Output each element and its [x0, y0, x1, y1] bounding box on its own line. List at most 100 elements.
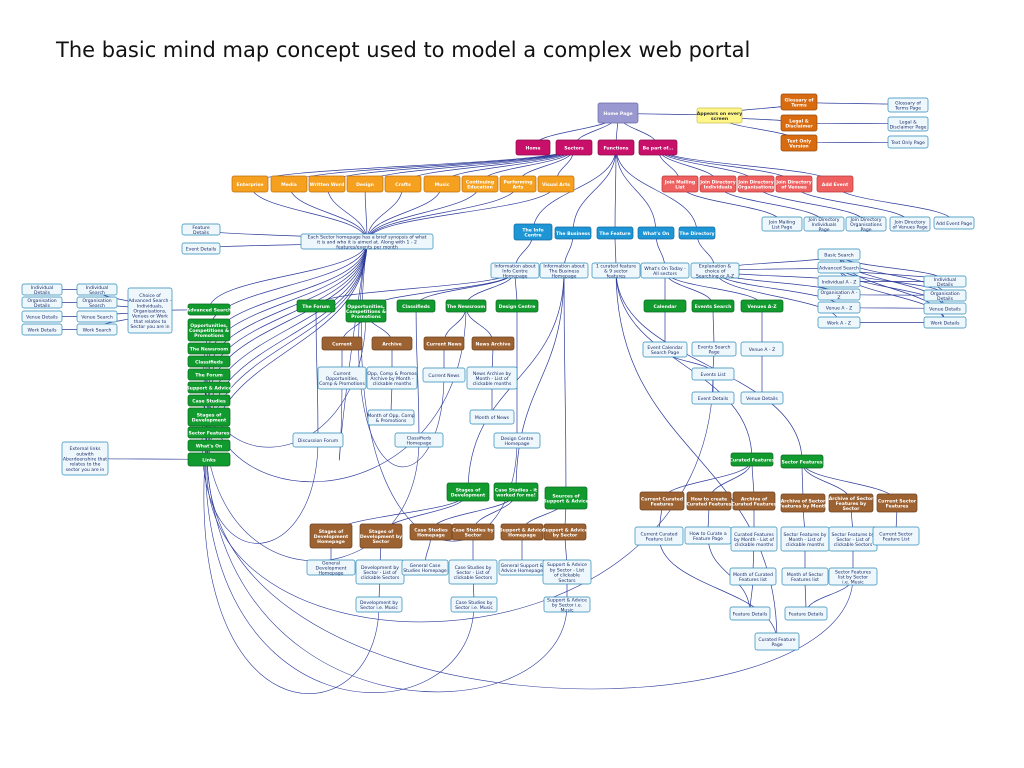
connector-cf_cur_p-cf_page — [658, 535, 778, 642]
node-label-classifieds: Classifieds — [402, 304, 430, 310]
node-legalp: Legal &Disclaimer Page — [887, 116, 929, 132]
node-m_case: Case Studies — [187, 394, 231, 407]
crosslink-m_case-cs_music — [205, 400, 475, 693]
node-indaz: Individual A - Z — [817, 275, 861, 288]
node-box-ls_ind — [76, 283, 118, 296]
connector-sector_hp-m_adv — [208, 241, 368, 310]
node-s_design: Design — [346, 175, 384, 193]
node-box-cs_list — [448, 559, 498, 585]
node-box-sf_cur_p — [872, 526, 920, 546]
node-box-info_hp — [490, 262, 540, 279]
connector-feat_hp-curated — [615, 270, 753, 460]
connector-nfunctions-directory — [615, 147, 698, 234]
node-label-directory: The Directory — [679, 231, 714, 237]
node-box-m_case — [187, 394, 231, 407]
node-nsectors: Sectors — [555, 139, 593, 156]
node-box-appears — [696, 107, 743, 124]
node-label-wo_today: What's On Today -All sectors — [644, 265, 686, 276]
node-s_music: Music — [423, 175, 461, 193]
node-box-jp_org — [845, 216, 887, 232]
crosslink-m_news-newsroom — [205, 305, 467, 483]
node-box-r_ven — [923, 302, 967, 315]
node-label-whatson: What's On — [643, 231, 670, 237]
node-label-r_ven: Venue Details — [929, 306, 961, 312]
node-box-textonlyp — [887, 135, 929, 149]
node-r_work: Work Details — [923, 316, 967, 329]
node-box-venuesaz — [740, 299, 784, 313]
node-box-ld_org — [21, 296, 63, 309]
connector-sector_hp-m_opps — [208, 241, 368, 331]
node-label-newsroom: The Newsroom — [447, 304, 486, 310]
node-newsroom: The Newsroom — [445, 299, 487, 313]
node-box-ls_org — [76, 296, 118, 309]
connector-s_music-sector_hp — [366, 183, 443, 242]
connector-feat_hp-sectorfeat — [615, 270, 803, 462]
node-box-news_arch_p — [466, 366, 518, 390]
node-box-opps — [345, 299, 387, 323]
node-label-feat_det2: Feature Details — [733, 611, 768, 617]
node-box-bus_hp — [539, 262, 589, 279]
node-box-cf_arch — [732, 491, 776, 511]
node-box-opp_cur_p — [317, 366, 367, 390]
node-label-sector_hp: Each Sector homepage has a brief synopsi… — [307, 234, 426, 250]
node-jp_event: Add Event Page — [933, 216, 975, 230]
node-opp_arch: Archive — [371, 336, 413, 351]
node-legal: Legal &Disclaimer — [780, 114, 818, 132]
connector-s_visual-sector_hp — [366, 183, 557, 242]
node-box-class_hp — [394, 432, 444, 448]
node-box-r_ind — [923, 275, 967, 288]
node-ven_details: Venue Details — [740, 391, 784, 405]
node-feature: The Feature — [596, 226, 634, 240]
node-box-jp_mail — [761, 216, 803, 232]
connector-sector_hp-m_stages — [208, 241, 368, 418]
node-r_ven: Venue Details — [923, 302, 967, 315]
node-box-m_class — [187, 355, 231, 368]
node-label-m_opps: Opportunities,Competitions &Promotions — [189, 322, 229, 338]
node-label-opps: Opportunities,Competitions &Promotions — [346, 303, 386, 319]
node-label-curated: Curated Features — [730, 457, 775, 463]
node-label-nsectors: Sectors — [564, 145, 584, 151]
node-textonlyp: Text Only Page — [887, 135, 929, 149]
node-box-news_arch — [471, 336, 515, 351]
node-venaz2: Venue A - Z — [817, 301, 861, 314]
